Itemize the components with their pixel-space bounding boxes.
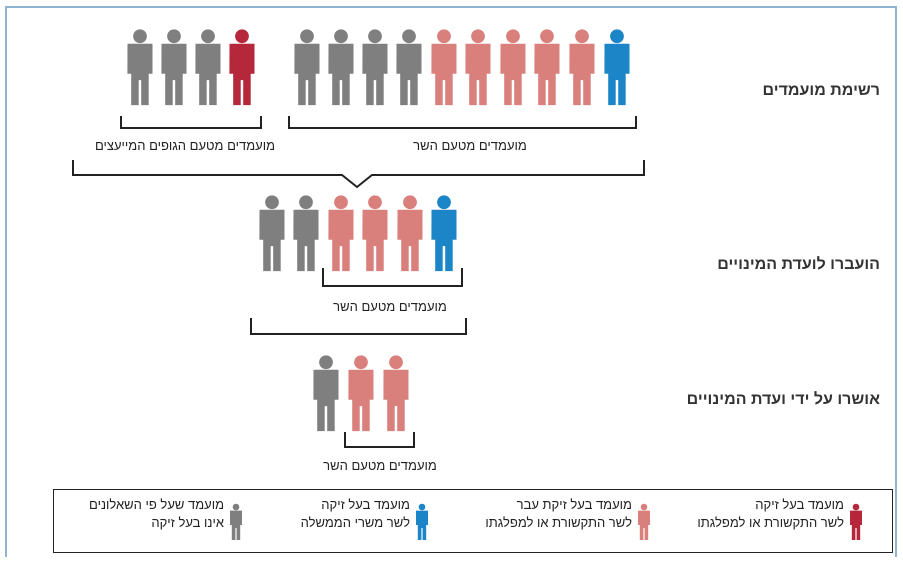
- person-icon-no-conflict: [328, 29, 354, 106]
- person-icon-no-conflict: [396, 29, 422, 106]
- legend-person-icon-no-conflict: [230, 503, 242, 540]
- legend-icon-past-conflict: [634, 502, 654, 547]
- person-icon-past-conflict: [383, 355, 409, 432]
- person-icon-no-conflict: [294, 29, 320, 106]
- legend-person-icon-past-conflict: [638, 503, 650, 540]
- bracket-merge-1: [72, 160, 645, 189]
- person-icon-past-conflict: [569, 29, 595, 106]
- person-icon-past-conflict: [465, 29, 491, 106]
- bracket-merge-2: [250, 318, 467, 335]
- bracket-committees: [120, 116, 262, 129]
- person-icon-conflict: [229, 29, 255, 106]
- stage-title-approved: אושרו על ידי ועדת המינויים: [686, 391, 880, 408]
- person-icon-no-conflict: [362, 29, 388, 106]
- person-icon-past-conflict: [397, 195, 423, 272]
- person-icon-no-conflict: [259, 195, 285, 272]
- group-label-committees: מועמדים מטעם הגופים המייעצים: [94, 138, 276, 153]
- stage-title-transferred: הועברו לועדת המינויים: [717, 256, 880, 273]
- legend-icon-no-conflict: [226, 502, 246, 547]
- bracket-minister-1: [288, 116, 637, 129]
- person-icon-past-conflict: [431, 29, 457, 106]
- legend-person-icon-conflict: [850, 503, 862, 540]
- person-icon-past-conflict: [328, 195, 354, 272]
- person-icon-no-conflict: [195, 29, 221, 106]
- group-label-minister-2: מועמדים מטעם השר: [333, 299, 447, 314]
- legend-person-icon-ministry: [416, 503, 428, 540]
- legend-icon-conflict: [846, 502, 866, 547]
- person-icon-past-conflict: [500, 29, 526, 106]
- person-icon-ministry: [431, 195, 457, 272]
- group-label-minister-1: מועמדים מטעם השר: [413, 138, 527, 153]
- legend-icon-ministry: [412, 502, 432, 547]
- person-icon-no-conflict: [313, 355, 339, 432]
- person-icon-ministry: [604, 29, 630, 106]
- diagram-frame: [5, 6, 897, 557]
- person-icon-no-conflict: [127, 29, 153, 106]
- person-icon-no-conflict: [293, 195, 319, 272]
- stage-title-candidates: רשימת מועמדים: [762, 82, 880, 99]
- person-icon-past-conflict: [362, 195, 388, 272]
- bracket-minister-3: [344, 432, 415, 448]
- person-icon-past-conflict: [348, 355, 374, 432]
- person-icon-past-conflict: [534, 29, 560, 106]
- person-icon-no-conflict: [161, 29, 187, 106]
- group-label-minister-3: מועמדים מטעם השר: [323, 458, 437, 473]
- bracket-minister-2: [322, 268, 463, 287]
